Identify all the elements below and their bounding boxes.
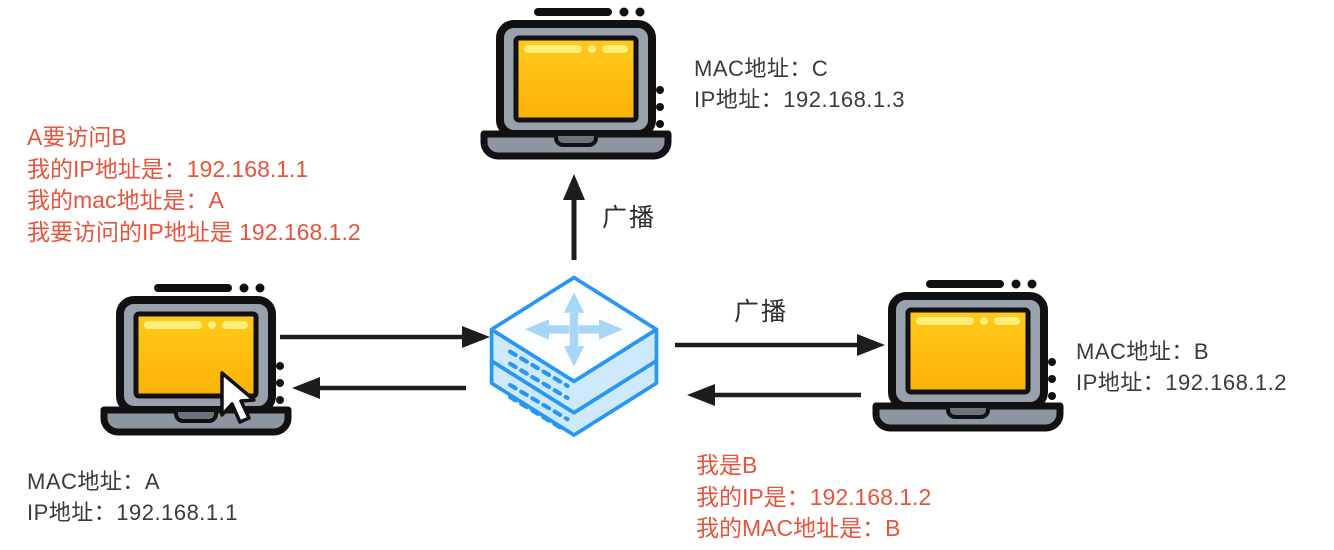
- motion-lines-icon: [534, 7, 645, 17]
- note-line: A要访问B: [27, 124, 127, 150]
- host-c-node: [476, 2, 676, 170]
- switch-node: [486, 272, 662, 448]
- screen-titlebar-lines: [144, 321, 248, 329]
- laptop-screen: [513, 35, 639, 123]
- laptop-base-notch: [946, 404, 990, 419]
- arp-reply-note: 我是B 我的IP是：192.168.1.2 我的MAC地址是：B: [696, 450, 931, 545]
- broadcast-right-label: 广播: [734, 298, 789, 326]
- laptop-base-notch: [174, 408, 218, 423]
- host-a-label: MAC地址：A IP地址：192.168.1.1: [27, 466, 238, 528]
- ip-address-text: IP地址：192.168.1.1: [27, 500, 239, 525]
- ip-address-text: IP地址：192.168.1.3: [694, 87, 906, 112]
- screen-titlebar-lines: [916, 317, 1020, 325]
- mac-address-text: MAC地址：C: [694, 56, 829, 81]
- note-line: 我的IP是：192.168.1.2: [696, 483, 932, 510]
- host-b-label: MAC地址：B IP地址：192.168.1.2: [1076, 336, 1287, 398]
- mac-address-text: MAC地址：B: [1076, 339, 1210, 364]
- switch-ports-dashes: [508, 349, 570, 431]
- host-b-node: [868, 274, 1068, 442]
- motion-lines-icon: [926, 279, 1037, 289]
- note-line: 我的MAC地址是：B: [696, 515, 901, 541]
- cursor-icon: [220, 371, 256, 424]
- arp-request-note: A要访问B 我的IP地址是：192.168.1.1 我的mac地址是：A 我要访…: [27, 122, 361, 248]
- laptop-icon-c: [480, 7, 672, 160]
- screen-titlebar-lines: [524, 45, 628, 53]
- laptop-icon-b: [872, 279, 1064, 432]
- switch-icon: [489, 275, 659, 437]
- broadcast-up-label: 广播: [602, 204, 657, 232]
- laptop-screen: [905, 307, 1031, 395]
- mac-address-text: MAC地址：A: [27, 469, 161, 494]
- arrow-a-to-switch: [280, 326, 490, 348]
- host-a-node: [96, 278, 296, 446]
- side-dots-icon: [276, 362, 284, 404]
- arrow-switch-to-b: [675, 334, 885, 356]
- arrow-b-to-switch: [687, 384, 861, 406]
- motion-lines-icon: [154, 283, 265, 293]
- broadcast-up-arrow: [563, 174, 585, 260]
- host-c-label: MAC地址：C IP地址：192.168.1.3: [694, 53, 905, 115]
- laptop-base-notch: [554, 132, 598, 147]
- switch-direction-arrows-icon: [524, 292, 624, 367]
- arrow-switch-to-a: [292, 377, 466, 399]
- note-line: 我是B: [696, 452, 758, 478]
- side-dots-icon: [656, 86, 664, 128]
- note-line: 我的mac地址是：A: [27, 187, 224, 213]
- note-line: 我的IP地址是：192.168.1.1: [27, 155, 309, 182]
- switch-layer-2: [489, 359, 659, 437]
- side-dots-icon: [1048, 358, 1056, 400]
- ip-address-text: IP地址：192.168.1.2: [1076, 370, 1288, 395]
- note-line: 我要访问的IP地址是 192.168.1.2: [27, 218, 361, 245]
- laptop-icon-a: [100, 283, 292, 436]
